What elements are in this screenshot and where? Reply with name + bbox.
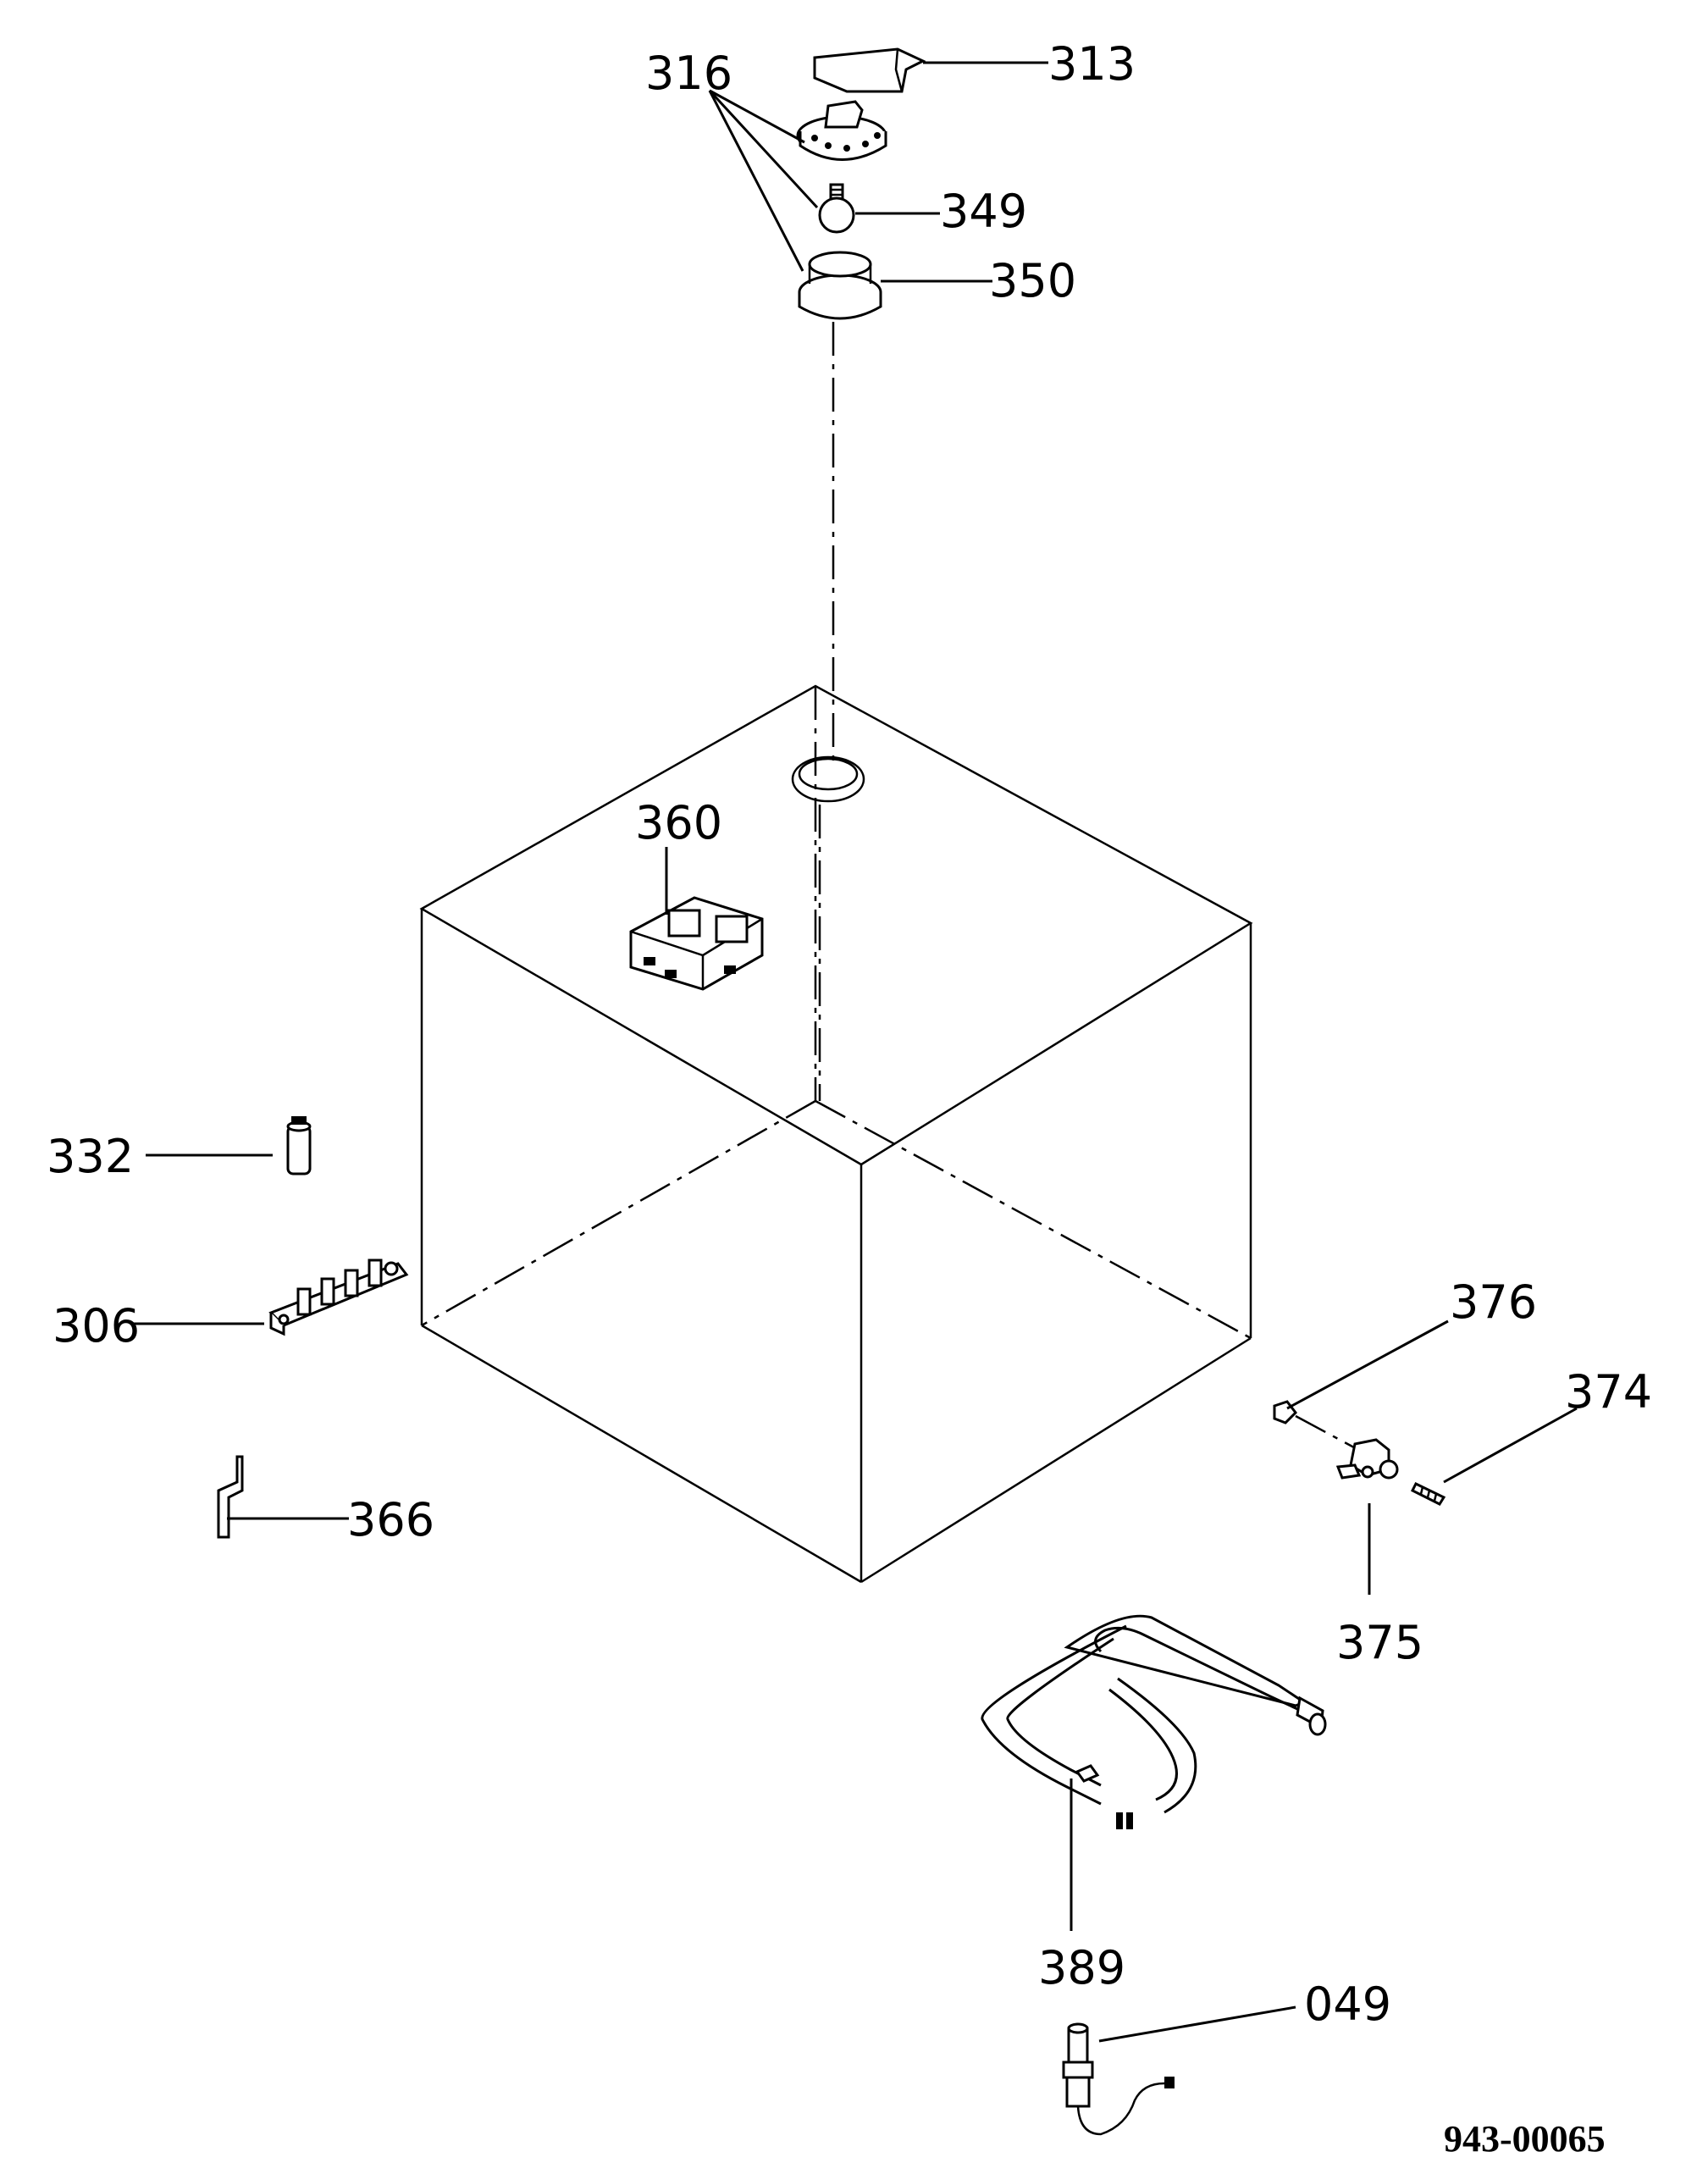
leader-316-c [708, 90, 804, 272]
cabinet-hidden-right-edge [815, 1099, 1252, 1340]
part-366-bracket [217, 1455, 349, 1539]
label-049: 049 [1304, 1978, 1391, 2031]
label-376: 376 [1450, 1275, 1537, 1329]
part-316-knob [796, 100, 887, 161]
leader-376 [1286, 1319, 1449, 1410]
cabinet-hidden-left-edge [421, 1099, 816, 1327]
part-049-sensor [1062, 2005, 1296, 2136]
part-389-heating-element [981, 1614, 1327, 1931]
label-332: 332 [47, 1130, 134, 1183]
label-316: 316 [645, 47, 732, 100]
cabinet-top-hole-inner [798, 757, 859, 791]
part-350-ring [798, 251, 992, 320]
part-306-terminal-block [134, 1258, 409, 1336]
part-360-switch [629, 847, 764, 991]
label-360: 360 [635, 796, 722, 849]
leader-316-a [709, 89, 805, 144]
label-313: 313 [1048, 37, 1136, 91]
part-376-375-374-door-switch [1273, 1319, 1578, 1595]
label-375: 375 [1336, 1616, 1423, 1669]
drawing-number: 943-00065 [1444, 2118, 1606, 2160]
label-374: 374 [1565, 1365, 1652, 1419]
cabinet-top-hole [791, 755, 865, 803]
label-366: 366 [347, 1493, 434, 1546]
part-349-bulb [818, 183, 940, 234]
leader-374 [1443, 1407, 1578, 1484]
leader-316-b [708, 89, 819, 209]
leader-049 [1098, 2005, 1296, 2043]
cabinet-bottom-right-edge [860, 1336, 1252, 1584]
label-389: 389 [1038, 1941, 1125, 1994]
part-332-fuse [146, 1116, 312, 1176]
label-350: 350 [989, 254, 1076, 307]
part-313-knob-cap [813, 47, 1048, 93]
cabinet-bottom-left-edge [421, 1324, 862, 1584]
cabinet-outline [419, 684, 1253, 1584]
label-306: 306 [53, 1299, 140, 1353]
label-349: 349 [940, 185, 1027, 238]
